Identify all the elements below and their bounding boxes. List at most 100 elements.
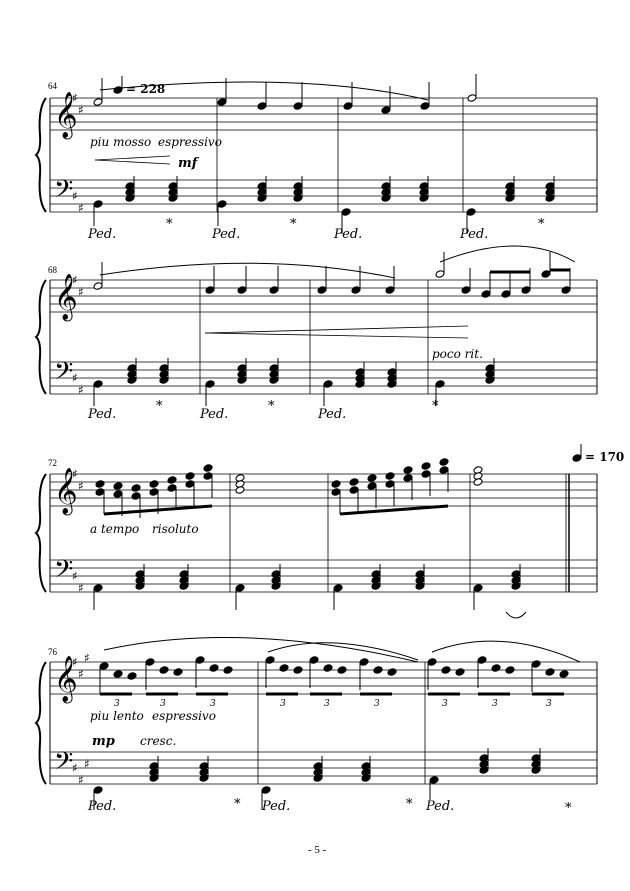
note-head — [572, 454, 582, 462]
sharp-accidental: ♯ — [72, 189, 78, 203]
note-head — [473, 584, 483, 592]
bass-clef: 𝄢 — [54, 555, 73, 590]
tempo-marking: = 170 — [585, 450, 624, 464]
tuplet-number: 3 — [114, 699, 120, 709]
expression-text: cresc. — [140, 734, 176, 748]
sharp-accidental: ♯ — [72, 655, 78, 669]
note-head — [367, 482, 377, 490]
brace — [34, 97, 47, 213]
note-head — [420, 102, 430, 110]
bass-clef: 𝄢 — [54, 747, 73, 782]
slur — [103, 637, 419, 663]
note-head — [501, 290, 511, 298]
measure-number: 64 — [48, 81, 58, 91]
pedal-down-mark: Ped. — [87, 227, 116, 242]
treble-clef: 𝄞 — [54, 468, 78, 516]
staff-lines — [34, 97, 598, 785]
pedal-up-mark: * — [156, 399, 163, 414]
beam — [339, 504, 449, 516]
note-head — [235, 584, 245, 592]
bass-clef: 𝄢 — [54, 175, 73, 210]
tuplet-number: 3 — [324, 699, 330, 709]
pedal-down-mark: Ped. — [199, 407, 228, 422]
measure-number: 72 — [48, 458, 57, 468]
note-head — [323, 664, 333, 672]
sharp-accidental: ♯ — [78, 201, 84, 215]
treble-clef: 𝄞 — [54, 656, 78, 704]
sharp-accidental: ♯ — [78, 773, 84, 787]
note-head — [167, 484, 177, 492]
expression-text: risoluto — [152, 522, 199, 536]
note-head — [195, 656, 205, 664]
note-head — [145, 658, 155, 666]
pedal-down-mark: Ped. — [317, 407, 346, 422]
sharp-accidental: ♯ — [72, 91, 78, 105]
note-head — [205, 286, 215, 294]
pedal-down-mark: Ped. — [459, 227, 488, 242]
treble-clef: 𝄞 — [54, 274, 78, 322]
note-head — [209, 664, 219, 672]
note-head — [373, 666, 383, 674]
note-head — [223, 666, 233, 674]
note-head — [427, 658, 437, 666]
slur — [99, 262, 396, 279]
brace — [34, 661, 47, 785]
note-head — [467, 94, 477, 102]
note-head — [131, 492, 141, 500]
note-head — [331, 480, 341, 488]
note-head — [279, 664, 289, 672]
sharp-accidental: ♯ — [78, 667, 84, 681]
note-head — [341, 208, 351, 216]
note-head — [293, 666, 303, 674]
pedal-down-mark: Ped. — [87, 407, 116, 422]
sharp-accidental: ♯ — [72, 273, 78, 287]
note-head — [203, 472, 213, 480]
note-head — [441, 666, 451, 674]
dynamic-marking: mf — [178, 156, 200, 171]
note-head — [337, 666, 347, 674]
note-head — [367, 474, 377, 482]
note-head — [95, 488, 105, 496]
pedal-up-mark: * — [406, 797, 413, 812]
note-head — [265, 656, 275, 664]
note-head — [257, 102, 267, 110]
note-head — [217, 98, 227, 106]
note-head — [403, 474, 413, 482]
sharp-accidental: ♯ — [72, 761, 78, 775]
note-head — [343, 102, 353, 110]
beam — [103, 504, 213, 516]
sharp-accidental: ♯ — [84, 651, 90, 665]
dynamic-marking: mp — [92, 734, 115, 749]
note-head — [93, 786, 103, 794]
expression-text: poco rit. — [432, 347, 483, 361]
sharp-accidental: ♯ — [72, 371, 78, 385]
note-head — [113, 490, 123, 498]
expression-text: piu lento — [90, 709, 144, 723]
note-head — [237, 286, 247, 294]
note-head — [333, 584, 343, 592]
note-head — [185, 480, 195, 488]
note-head — [95, 480, 105, 488]
note-head — [439, 458, 449, 466]
sharp-accidental: ♯ — [78, 581, 84, 595]
note-head — [421, 462, 431, 470]
note-head — [351, 286, 361, 294]
measure-number: 68 — [48, 265, 58, 275]
note-head — [149, 488, 159, 496]
pedal-marks: Ped.*Ped.*Ped.Ped.*Ped.*Ped.*Ped.*Ped.*P… — [87, 217, 572, 816]
sharp-accidental: ♯ — [72, 467, 78, 481]
note-head — [205, 380, 215, 388]
note-head — [491, 664, 501, 672]
brace — [34, 279, 47, 395]
note-head — [349, 478, 359, 486]
note-head — [561, 286, 571, 294]
note-head — [559, 670, 569, 678]
note-head — [323, 380, 333, 388]
note-head — [317, 286, 327, 294]
note-head — [235, 486, 245, 494]
slur — [267, 642, 419, 661]
note-head — [93, 200, 103, 208]
tuplet-number: 3 — [546, 699, 552, 709]
note-head — [261, 786, 271, 794]
note-head — [331, 488, 341, 496]
